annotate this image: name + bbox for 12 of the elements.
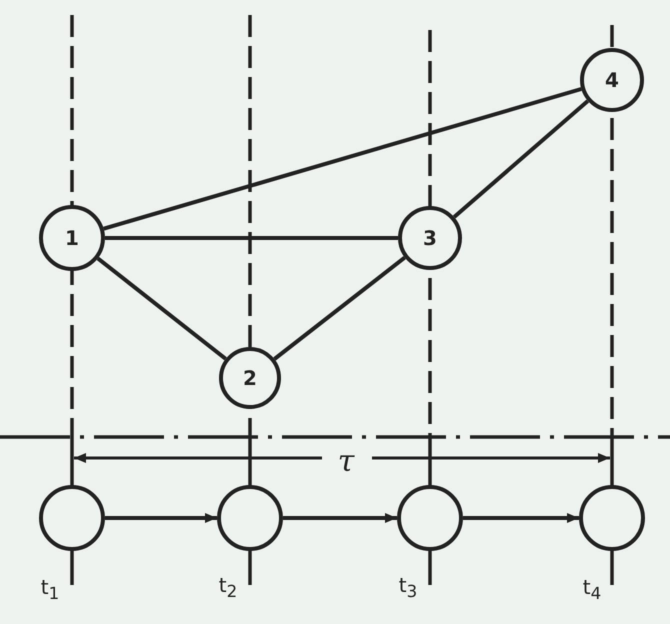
connector-line (105, 236, 398, 240)
arrow (463, 513, 579, 523)
node-number: 4 (605, 70, 619, 90)
arrow (105, 513, 217, 523)
connector-line (96, 256, 227, 360)
connector-line (273, 256, 406, 361)
node-number: 1 (65, 228, 79, 248)
arrow (283, 513, 397, 523)
node-number: 3 (423, 228, 437, 248)
connector-line (452, 99, 590, 219)
connector-line (103, 87, 582, 231)
node-number: 2 (243, 368, 257, 388)
